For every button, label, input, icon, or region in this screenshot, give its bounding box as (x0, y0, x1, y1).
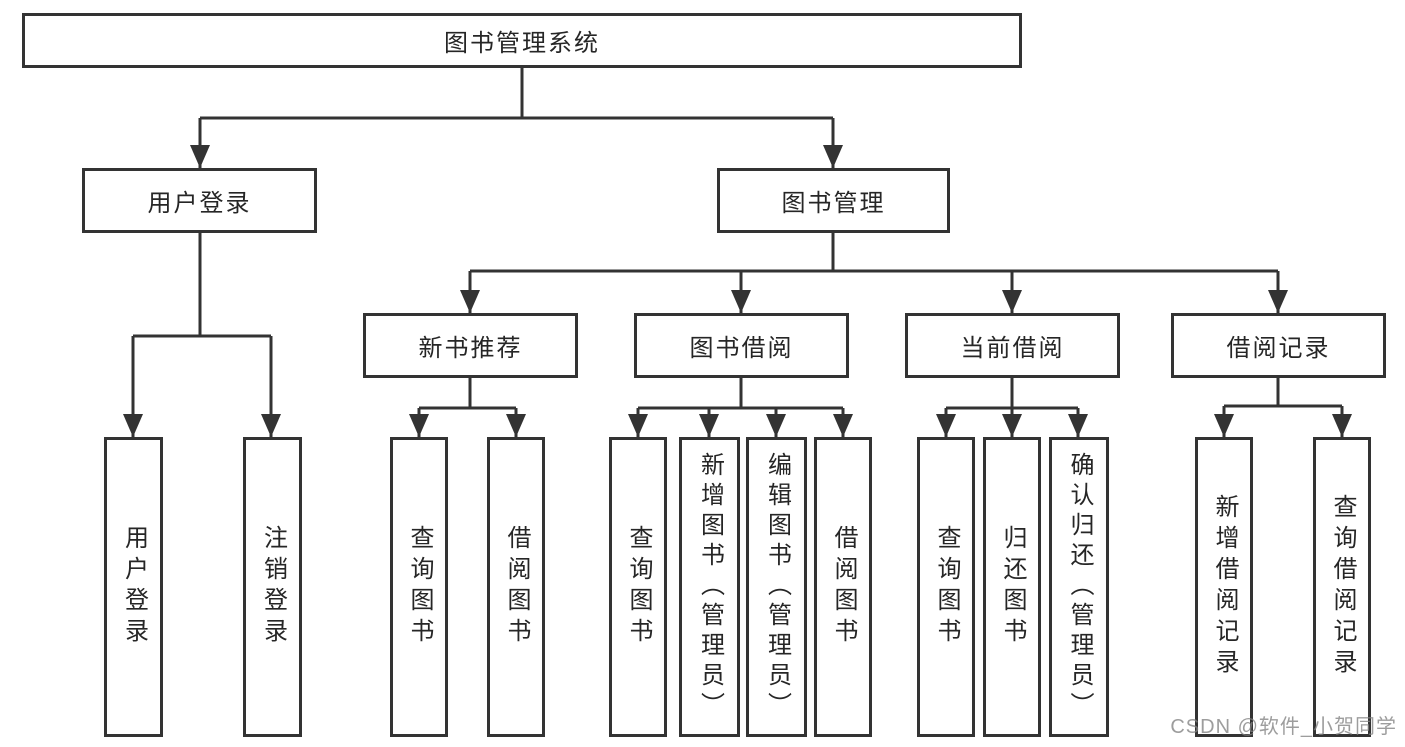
node-current-borrowing: 当前借阅 (905, 313, 1120, 378)
node-leaf-bb-borrow-book: 借阅图书 (814, 437, 872, 737)
node-book-borrowing: 图书借阅 (634, 313, 849, 378)
node-user-login: 用户登录 (82, 168, 317, 233)
node-new-book-recommendation: 新书推荐 (363, 313, 578, 378)
connector-user-login-trunk (133, 233, 271, 338)
node-leaf-rec-query-book: 查询图书 (390, 437, 448, 737)
node-leaf-cb-confirm-return-admin: 确认归还（管理员） (1049, 437, 1109, 737)
node-borrowing-records: 借阅记录 (1171, 313, 1386, 378)
node-leaf-bb-edit-book-admin: 编辑图书（管理员） (746, 437, 807, 737)
node-leaf-bb-query-book: 查询图书 (609, 437, 667, 737)
node-book-management: 图书管理 (717, 168, 950, 233)
node-leaf-rec-borrow-book: 借阅图书 (487, 437, 545, 737)
connector-new-book-rec-trunk (419, 378, 516, 410)
node-root-library-system: 图书管理系统 (22, 13, 1022, 68)
node-leaf-cb-return-book: 归还图书 (983, 437, 1041, 737)
node-leaf-br-add-record: 新增借阅记录 (1195, 437, 1253, 737)
node-leaf-user-login: 用户登录 (104, 437, 163, 737)
node-leaf-logout: 注销登录 (243, 437, 302, 737)
node-leaf-bb-add-book-admin: 新增图书（管理员） (679, 437, 740, 737)
watermark-text: CSDN @软件_小贺同学 (1170, 716, 1397, 738)
connector-borrow-records-trunk (1224, 378, 1342, 408)
connector-book-mgmt-trunk (470, 233, 1278, 273)
connector-book-borrow-trunk (638, 378, 843, 410)
connector-root-trunk (200, 68, 833, 120)
connector-current-borrow-trunk (946, 378, 1078, 410)
node-leaf-br-query-record: 查询借阅记录 (1313, 437, 1371, 737)
node-leaf-cb-query-book: 查询图书 (917, 437, 975, 737)
